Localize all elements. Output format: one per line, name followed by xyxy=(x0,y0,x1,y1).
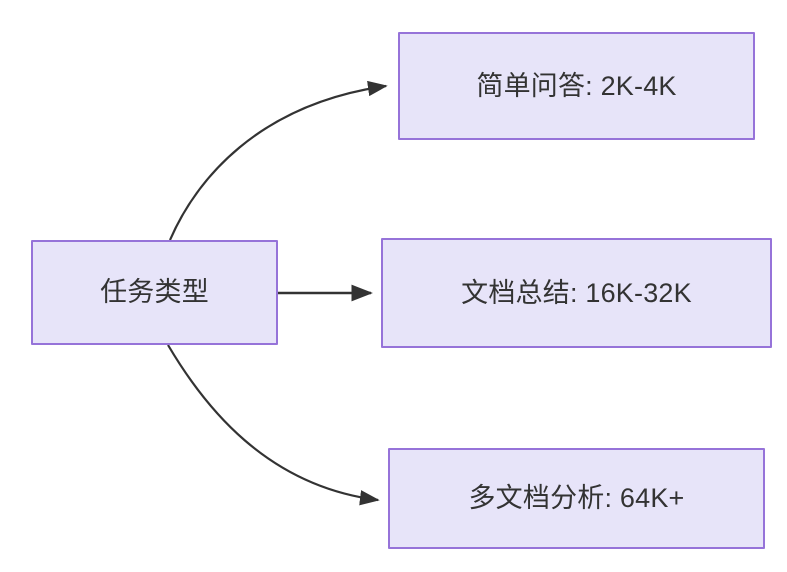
edge-root-to-simple-qa xyxy=(168,80,388,241)
node-doc-summary[interactable]: 文档总结: 16K-32K xyxy=(381,238,772,348)
node-task-type-label: 任务类型 xyxy=(100,277,209,308)
node-multi-doc-label: 多文档分析: 64K+ xyxy=(468,483,685,514)
node-simple-qa[interactable]: 简单问答: 2K-4K xyxy=(398,32,755,140)
node-simple-qa-label: 简单问答: 2K-4K xyxy=(476,70,677,101)
node-doc-summary-label: 文档总结: 16K-32K xyxy=(461,277,692,308)
node-task-type[interactable]: 任务类型 xyxy=(31,240,278,345)
node-multi-doc[interactable]: 多文档分析: 64K+ xyxy=(388,448,765,549)
edge-root-to-multi-doc xyxy=(167,344,380,506)
